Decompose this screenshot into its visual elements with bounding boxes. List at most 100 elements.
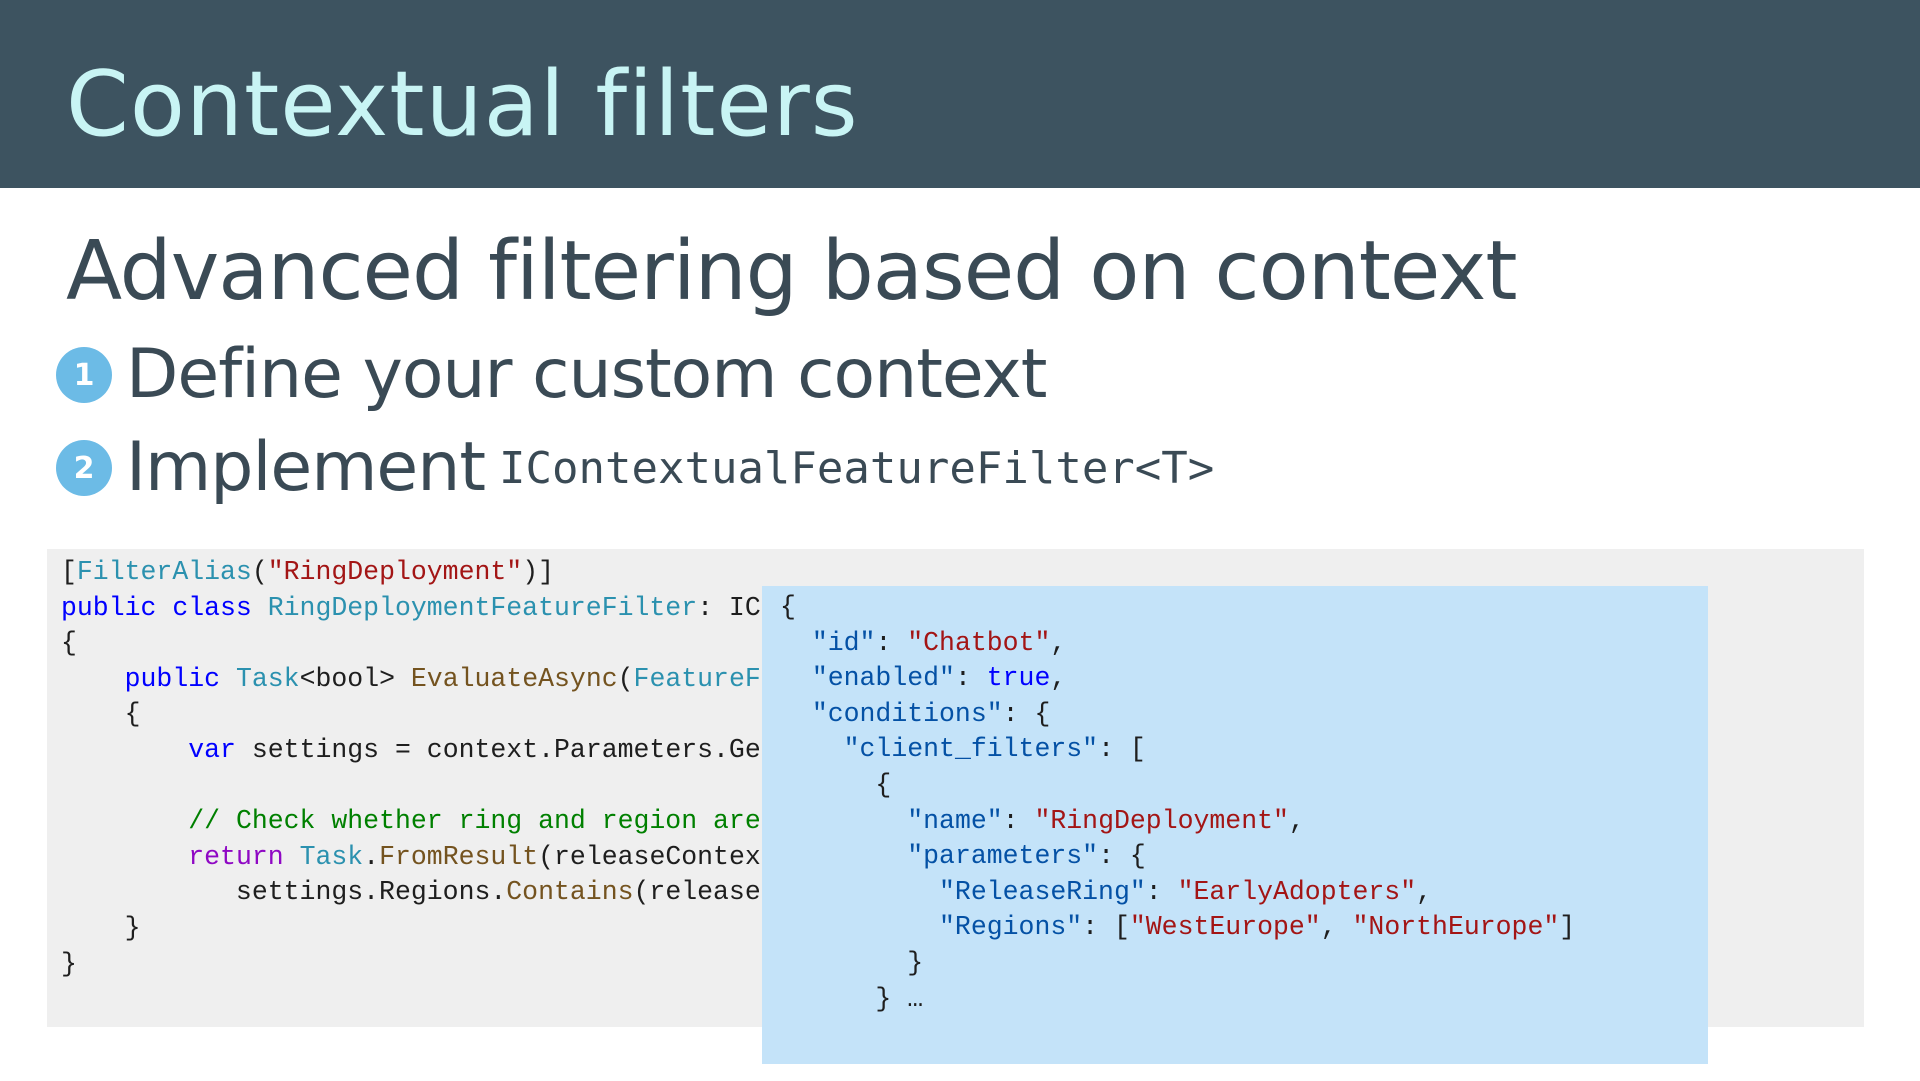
code-token: { bbox=[780, 769, 892, 800]
code-line: "conditions": { bbox=[780, 697, 1575, 733]
code-token: [ bbox=[61, 557, 77, 587]
code-token: // Check whether ring and region are bbox=[188, 806, 761, 837]
code-token: )] bbox=[522, 557, 555, 587]
code-token: "RingDeployment" bbox=[267, 557, 523, 587]
code-token: "name" bbox=[907, 805, 1003, 836]
code-token: , bbox=[1050, 663, 1067, 694]
code-token: : [ bbox=[1098, 734, 1146, 765]
code-line: settings.Regions.Contains(release bbox=[61, 875, 1651, 911]
code-token: "EarlyAdopters" bbox=[1177, 876, 1417, 907]
code-token: { bbox=[780, 592, 796, 622]
code-token: ( bbox=[251, 557, 268, 587]
code-token: <bool> bbox=[299, 663, 411, 694]
code-token bbox=[780, 841, 907, 871]
code-token: : bbox=[1145, 876, 1178, 907]
code-line: { bbox=[780, 768, 1575, 804]
code-token: } bbox=[61, 948, 77, 979]
code-token: ] bbox=[1559, 912, 1576, 943]
code-token: "ReleaseRing" bbox=[939, 876, 1146, 907]
bullet-text: Implement bbox=[126, 428, 486, 507]
code-line: [FilterAlias("RingDeployment")] bbox=[61, 555, 1651, 591]
code-token: : bbox=[1002, 805, 1035, 836]
csharp-code-block: [FilterAlias("RingDeployment")]public cl… bbox=[61, 555, 1651, 982]
code-token bbox=[780, 806, 907, 836]
number-badge-icon: 1 bbox=[56, 347, 112, 403]
code-line: } bbox=[61, 947, 1651, 983]
code-token: "parameters" bbox=[907, 841, 1099, 872]
code-line: "id": "Chatbot", bbox=[780, 626, 1575, 662]
code-token: public class bbox=[61, 592, 268, 623]
json-code-block: { "id": "Chatbot", "enabled": true, "con… bbox=[780, 590, 1575, 1017]
code-token: RingDeploymentFeatureFilter bbox=[267, 592, 698, 623]
code-token: (release bbox=[633, 877, 761, 908]
json-code-panel: { "id": "Chatbot", "enabled": true, "con… bbox=[762, 586, 1708, 1064]
slide-heading: Advanced filtering based on context bbox=[66, 224, 1518, 319]
code-line: { bbox=[61, 697, 1651, 733]
code-token: "Chatbot" bbox=[907, 627, 1051, 658]
code-token: "client_filters" bbox=[843, 734, 1099, 765]
code-token: FeatureF bbox=[633, 663, 761, 694]
code-line: return Task.FromResult(releaseContex bbox=[61, 840, 1651, 876]
code-token: Contains bbox=[506, 877, 634, 908]
code-token: . bbox=[363, 841, 380, 872]
code-line: } … bbox=[780, 982, 1575, 1018]
code-token: "Regions" bbox=[939, 912, 1083, 943]
slide-title: Contextual filters bbox=[66, 52, 859, 157]
code-token: "conditions" bbox=[811, 698, 1003, 729]
code-line: "name": "RingDeployment", bbox=[780, 804, 1575, 840]
bullet-code: IContextualFeatureFilter<T> bbox=[499, 442, 1215, 494]
code-token: return bbox=[188, 841, 300, 872]
code-line: } bbox=[61, 911, 1651, 947]
code-token: settings = context.Parameters.Ge bbox=[251, 734, 761, 765]
code-token bbox=[61, 664, 125, 694]
code-line: var settings = context.Parameters.Ge bbox=[61, 733, 1651, 769]
code-token bbox=[61, 806, 188, 836]
bullet-item-2: 2 Implement IContextualFeatureFilter<T> bbox=[56, 428, 1214, 508]
code-token: public bbox=[124, 663, 236, 694]
code-token: (releaseContex bbox=[538, 841, 761, 872]
code-token: : { bbox=[1002, 698, 1051, 729]
code-line: // Check whether ring and region are bbox=[61, 804, 1651, 840]
code-line: "Regions": ["WestEurope", "NorthEurope"] bbox=[780, 910, 1575, 946]
bullet-item-1: 1 Define your custom context bbox=[56, 335, 1047, 415]
code-token bbox=[780, 628, 812, 658]
code-token: } bbox=[780, 947, 924, 978]
code-token: : bbox=[875, 627, 908, 658]
code-token: "WestEurope" bbox=[1129, 912, 1321, 943]
code-token: : { bbox=[1098, 841, 1146, 872]
code-token: FromResult bbox=[379, 841, 539, 872]
code-token: } … bbox=[780, 983, 924, 1014]
number-badge-icon: 2 bbox=[56, 440, 112, 496]
code-token: "RingDeployment" bbox=[1034, 805, 1289, 836]
bullet-text: Define your custom context bbox=[126, 335, 1047, 414]
code-token: "NorthEurope" bbox=[1352, 912, 1560, 943]
code-token: Task bbox=[235, 663, 300, 694]
code-line: "enabled": true, bbox=[780, 661, 1575, 697]
code-token: , bbox=[1288, 805, 1305, 836]
code-line: "client_filters": [ bbox=[780, 732, 1575, 768]
code-token: ( bbox=[617, 663, 634, 694]
code-line: "parameters": { bbox=[780, 839, 1575, 875]
code-token bbox=[780, 877, 939, 907]
code-token: true bbox=[986, 663, 1051, 694]
code-token: : [ bbox=[1082, 912, 1130, 943]
code-token: "id" bbox=[811, 627, 876, 658]
code-line: } bbox=[780, 946, 1575, 982]
code-token bbox=[780, 912, 939, 942]
code-line: "ReleaseRing": "EarlyAdopters", bbox=[780, 875, 1575, 911]
code-token: , bbox=[1320, 912, 1353, 943]
title-banner: Contextual filters bbox=[0, 0, 1920, 188]
code-token: Task bbox=[299, 841, 364, 872]
code-token bbox=[61, 735, 188, 765]
code-token: : IC bbox=[697, 592, 761, 623]
code-token bbox=[780, 663, 812, 693]
code-token: EvaluateAsync bbox=[410, 663, 618, 694]
code-line: public Task<bool> EvaluateAsync(FeatureF… bbox=[61, 662, 1652, 698]
code-token: FilterAlias bbox=[76, 557, 252, 587]
code-token bbox=[780, 699, 812, 729]
code-token: settings.Regions. bbox=[61, 877, 507, 908]
code-token: "enabled" bbox=[811, 663, 955, 694]
code-token: { bbox=[61, 699, 141, 730]
code-token: , bbox=[1050, 627, 1067, 658]
code-token bbox=[780, 734, 844, 764]
